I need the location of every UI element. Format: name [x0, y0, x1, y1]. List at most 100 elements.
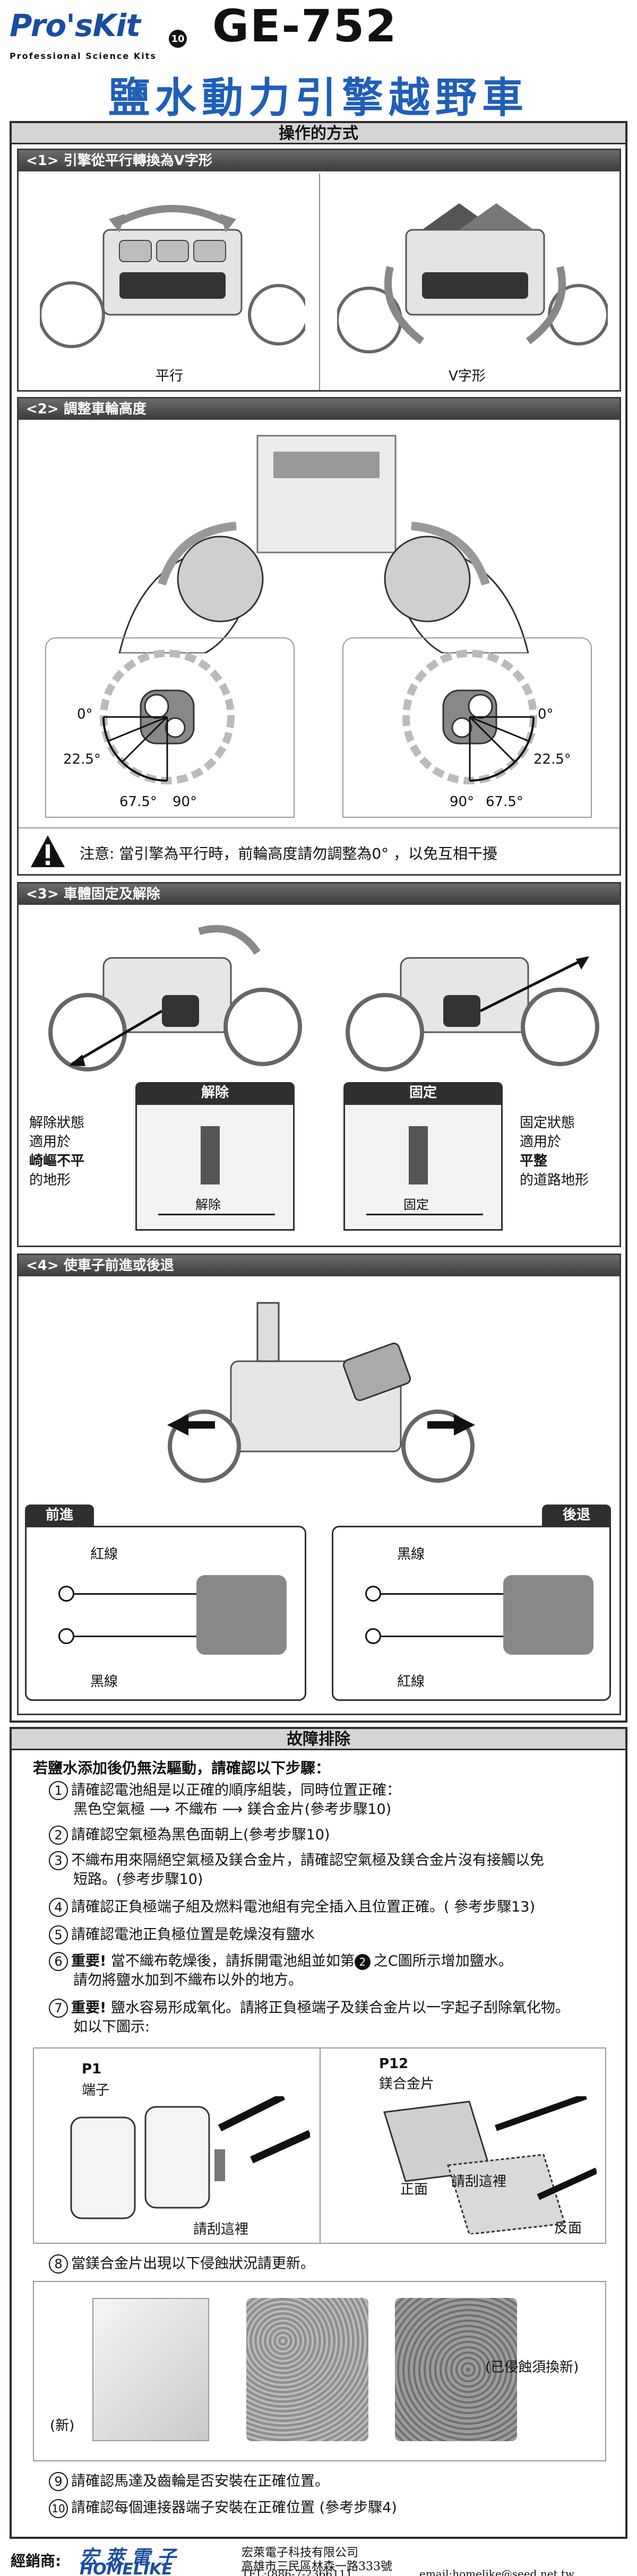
backward-motor [503, 1575, 593, 1655]
scrape-here-label-2: 請刮這裡 [451, 2174, 507, 2190]
new-label: (新) [50, 2418, 75, 2434]
release-note-1: 解除狀態 [29, 1115, 85, 1131]
release-detail: 解除 [135, 1103, 295, 1231]
section1-title: <1> 引擎從平行轉換為V字形 [19, 150, 619, 171]
warning-icon [31, 835, 65, 867]
release-arrow-label: 解除 [195, 1197, 221, 1212]
page-title: 鹽水動力引擎越野車 [108, 74, 529, 122]
fixed-arrow-label: 固定 [403, 1197, 429, 1212]
corrosion-samples: (新) (已侵蝕須換新) [33, 2281, 606, 2461]
item-number: 1 [49, 1781, 68, 1800]
car-motor-illustration [167, 1302, 475, 1483]
right-dial-67: 67.5° [486, 794, 523, 810]
new-plate [92, 2298, 209, 2441]
left-dial-frame [45, 637, 295, 818]
trouble-intro: 若鹽水添加後仍無法驅動，請確認以下步驟： [33, 1759, 331, 1777]
engine-vshape-illustration [337, 203, 608, 353]
company-name: 宏萊電子科技有限公司 [242, 2546, 359, 2560]
backward-wiring: 黑線 紅線 [332, 1526, 611, 1701]
left-dial-67: 67.5° [119, 794, 157, 810]
page-footer: 經銷商: 宏 萊 電 子 HOMELIKE 宏萊電子科技有限公司 高雄市三民區林… [0, 2542, 637, 2576]
section4-title: <4> 使車子前進或後退 [19, 1255, 619, 1276]
release-note-4: 的地形 [29, 1172, 71, 1188]
brand-name: Pro'sKit [10, 7, 141, 44]
operation-title: 操作的方式 [12, 123, 625, 144]
label-vshape: V字形 [449, 368, 486, 384]
left-dial-90: 90° [173, 794, 197, 810]
section1-divider [319, 174, 320, 390]
right-dial-0: 0° [538, 706, 554, 722]
section3-title: <3> 車體固定及解除 [19, 884, 619, 905]
notice-text: 注意: 當引擎為平行時，前輪高度請勿調整為0° ，以免互相干擾 [80, 845, 498, 862]
backward-tag: 後退 [542, 1505, 611, 1526]
section-body-lock: <3> 車體固定及解除 解除狀態 適用於 崎嶇不平 的地形 解除 解除 [17, 882, 621, 1247]
section-engine-shape: <1> 引擎從平行轉換為V字形 平行 V字形 [17, 149, 621, 392]
body-release-illustration [48, 925, 302, 1071]
fixed-note-3: 平整 [520, 1153, 548, 1169]
company-email: email:homelike@seed.net.tw [419, 2568, 575, 2576]
homelike-cn: 宏 萊 電 子 [80, 2547, 176, 2569]
label-parallel: 平行 [156, 368, 184, 384]
release-note-3: 崎嶇不平 [29, 1153, 85, 1169]
fixed-tag: 固定 [343, 1082, 503, 1103]
forward-tag: 前進 [25, 1505, 94, 1526]
homelike-en: HOMELIKE [80, 2560, 173, 2576]
plate-scrape-illustration [383, 2096, 597, 2234]
forward-red-label: 紅線 [90, 1546, 118, 1562]
right-dial-frame [342, 637, 592, 818]
right-dial-22: 22.5° [533, 751, 571, 767]
model-number: GE-752 [212, 0, 398, 52]
left-dial-22: 22.5° [63, 751, 101, 767]
backward-black-label: 黑線 [397, 1546, 425, 1562]
brand-logo: Pro'sKit 10 [10, 7, 187, 55]
replace-label: (已侵蝕須換新) [485, 2359, 579, 2375]
company-tel: TEL:(886-7-2366111 [242, 2568, 353, 2576]
wheel-adjust-hands-illustration [118, 435, 529, 653]
fixed-note-2: 適用於 [520, 1134, 562, 1150]
back-label: 反面 [554, 2220, 582, 2236]
section-wheel-height: <2> 調整車輪高度 0° 22.5° 67.5° 90° [17, 397, 621, 876]
p1-sub-label: 端子 [82, 2082, 110, 2098]
distributor-label: 經銷商: [11, 2552, 62, 2570]
corroded-plate-2 [395, 2298, 517, 2441]
scrape-here-label-1: 請刮這裡 [193, 2221, 249, 2237]
scrape-illustration-box: P1 端子 請刮這裡 P12 鎂合金片 正面 請刮這裡 反面 [33, 2047, 606, 2244]
forward-black-label: 黑線 [90, 1674, 118, 1690]
body-fixed-illustration [346, 956, 599, 1071]
terminal-scrape-illustration [70, 2096, 310, 2219]
release-tag: 解除 [135, 1082, 295, 1103]
fixed-note-4: 的道路地形 [520, 1172, 589, 1188]
p1-label: P1 [82, 2061, 102, 2077]
corroded-plate-1 [246, 2298, 368, 2441]
left-dial-0: 0° [77, 706, 93, 722]
brand-subtitle: Professional Science Kits [10, 51, 157, 61]
release-note-2: 適用於 [29, 1134, 71, 1150]
page-header: Pro'sKit 10 Professional Science Kits GE… [0, 0, 637, 122]
left-dial [100, 650, 235, 784]
right-dial [402, 650, 537, 784]
company-address: 高雄市三民區林森一路333號 [242, 2560, 392, 2573]
section-forward-backward: <4> 使車子前進或後退 前進 紅線 黑線 後退 黑線 紅線 [17, 1254, 621, 1715]
fixed-detail: 固定 [343, 1103, 503, 1231]
brand-badge: 10 [169, 30, 187, 48]
p12-label: P12 [379, 2056, 409, 2072]
right-dial-90: 90° [450, 794, 475, 810]
operation-panel: 操作的方式 <1> 引擎從平行轉換為V字形 平行 V字形 [10, 121, 627, 1723]
section2-title: <2> 調整車輪高度 [19, 399, 619, 420]
front-label: 正面 [400, 2182, 428, 2198]
engine-parallel-illustration [40, 205, 305, 348]
p12-sub-label: 鎂合金片 [379, 2076, 435, 2092]
backward-red-label: 紅線 [397, 1674, 425, 1690]
notice-bar: 注意: 當引擎為平行時，前輪高度請勿調整為0° ，以免互相干擾 [19, 827, 619, 874]
